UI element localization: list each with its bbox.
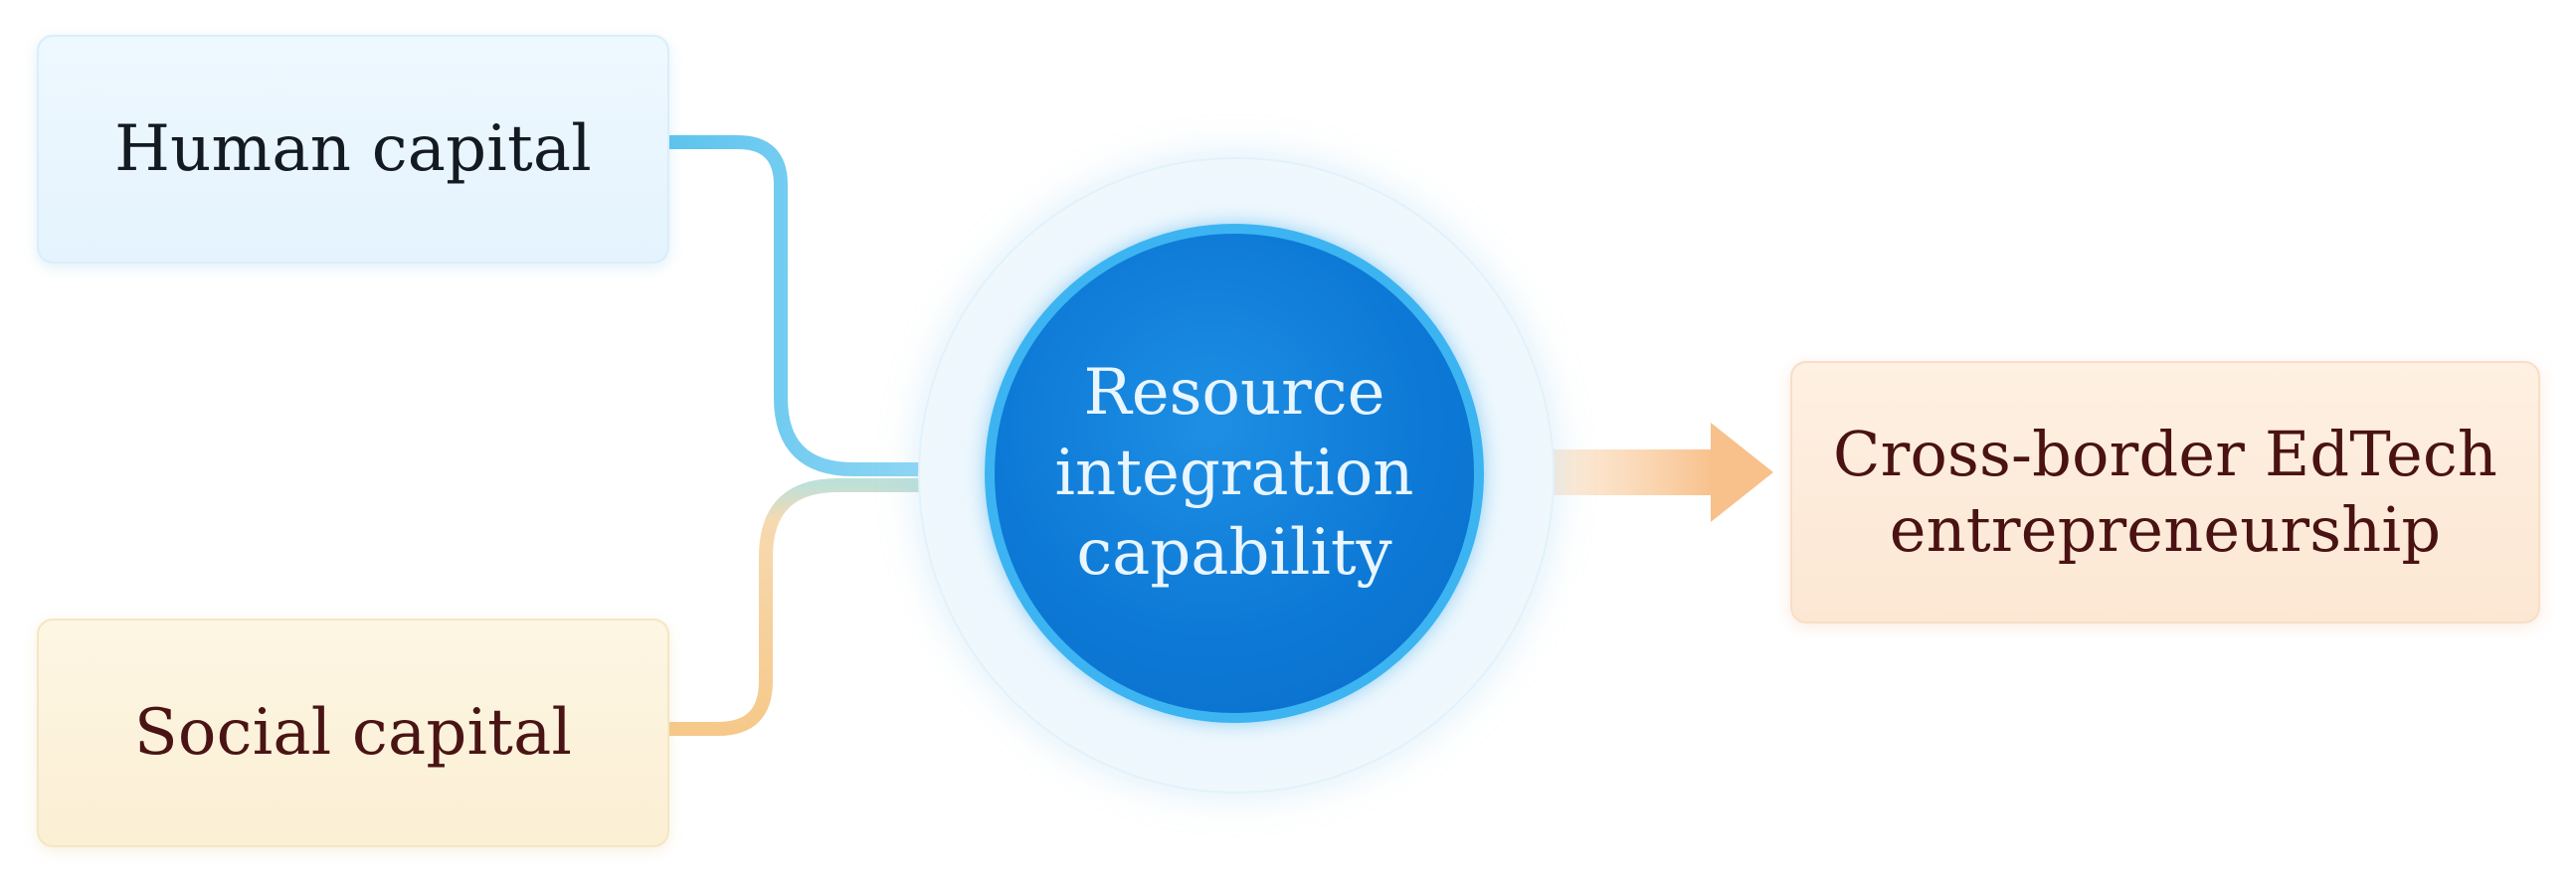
human-capital-label: Human capital (114, 111, 592, 186)
arrow-head (1711, 423, 1773, 522)
connector-human-capital (662, 135, 932, 476)
outcome-box: Cross-border EdTech entrepreneurship (1790, 361, 2540, 623)
mediator-label: Resource integration capability (1054, 356, 1414, 591)
arrow-shaft (1547, 449, 1716, 495)
connector-social-capital (662, 478, 932, 736)
outcome-label: Cross-border EdTech entrepreneurship (1833, 418, 2497, 566)
mediator-circle: Resource integration capability (985, 224, 1484, 723)
social-capital-box: Social capital (37, 619, 669, 847)
social-capital-label: Social capital (133, 695, 573, 770)
human-capital-box: Human capital (37, 35, 669, 264)
